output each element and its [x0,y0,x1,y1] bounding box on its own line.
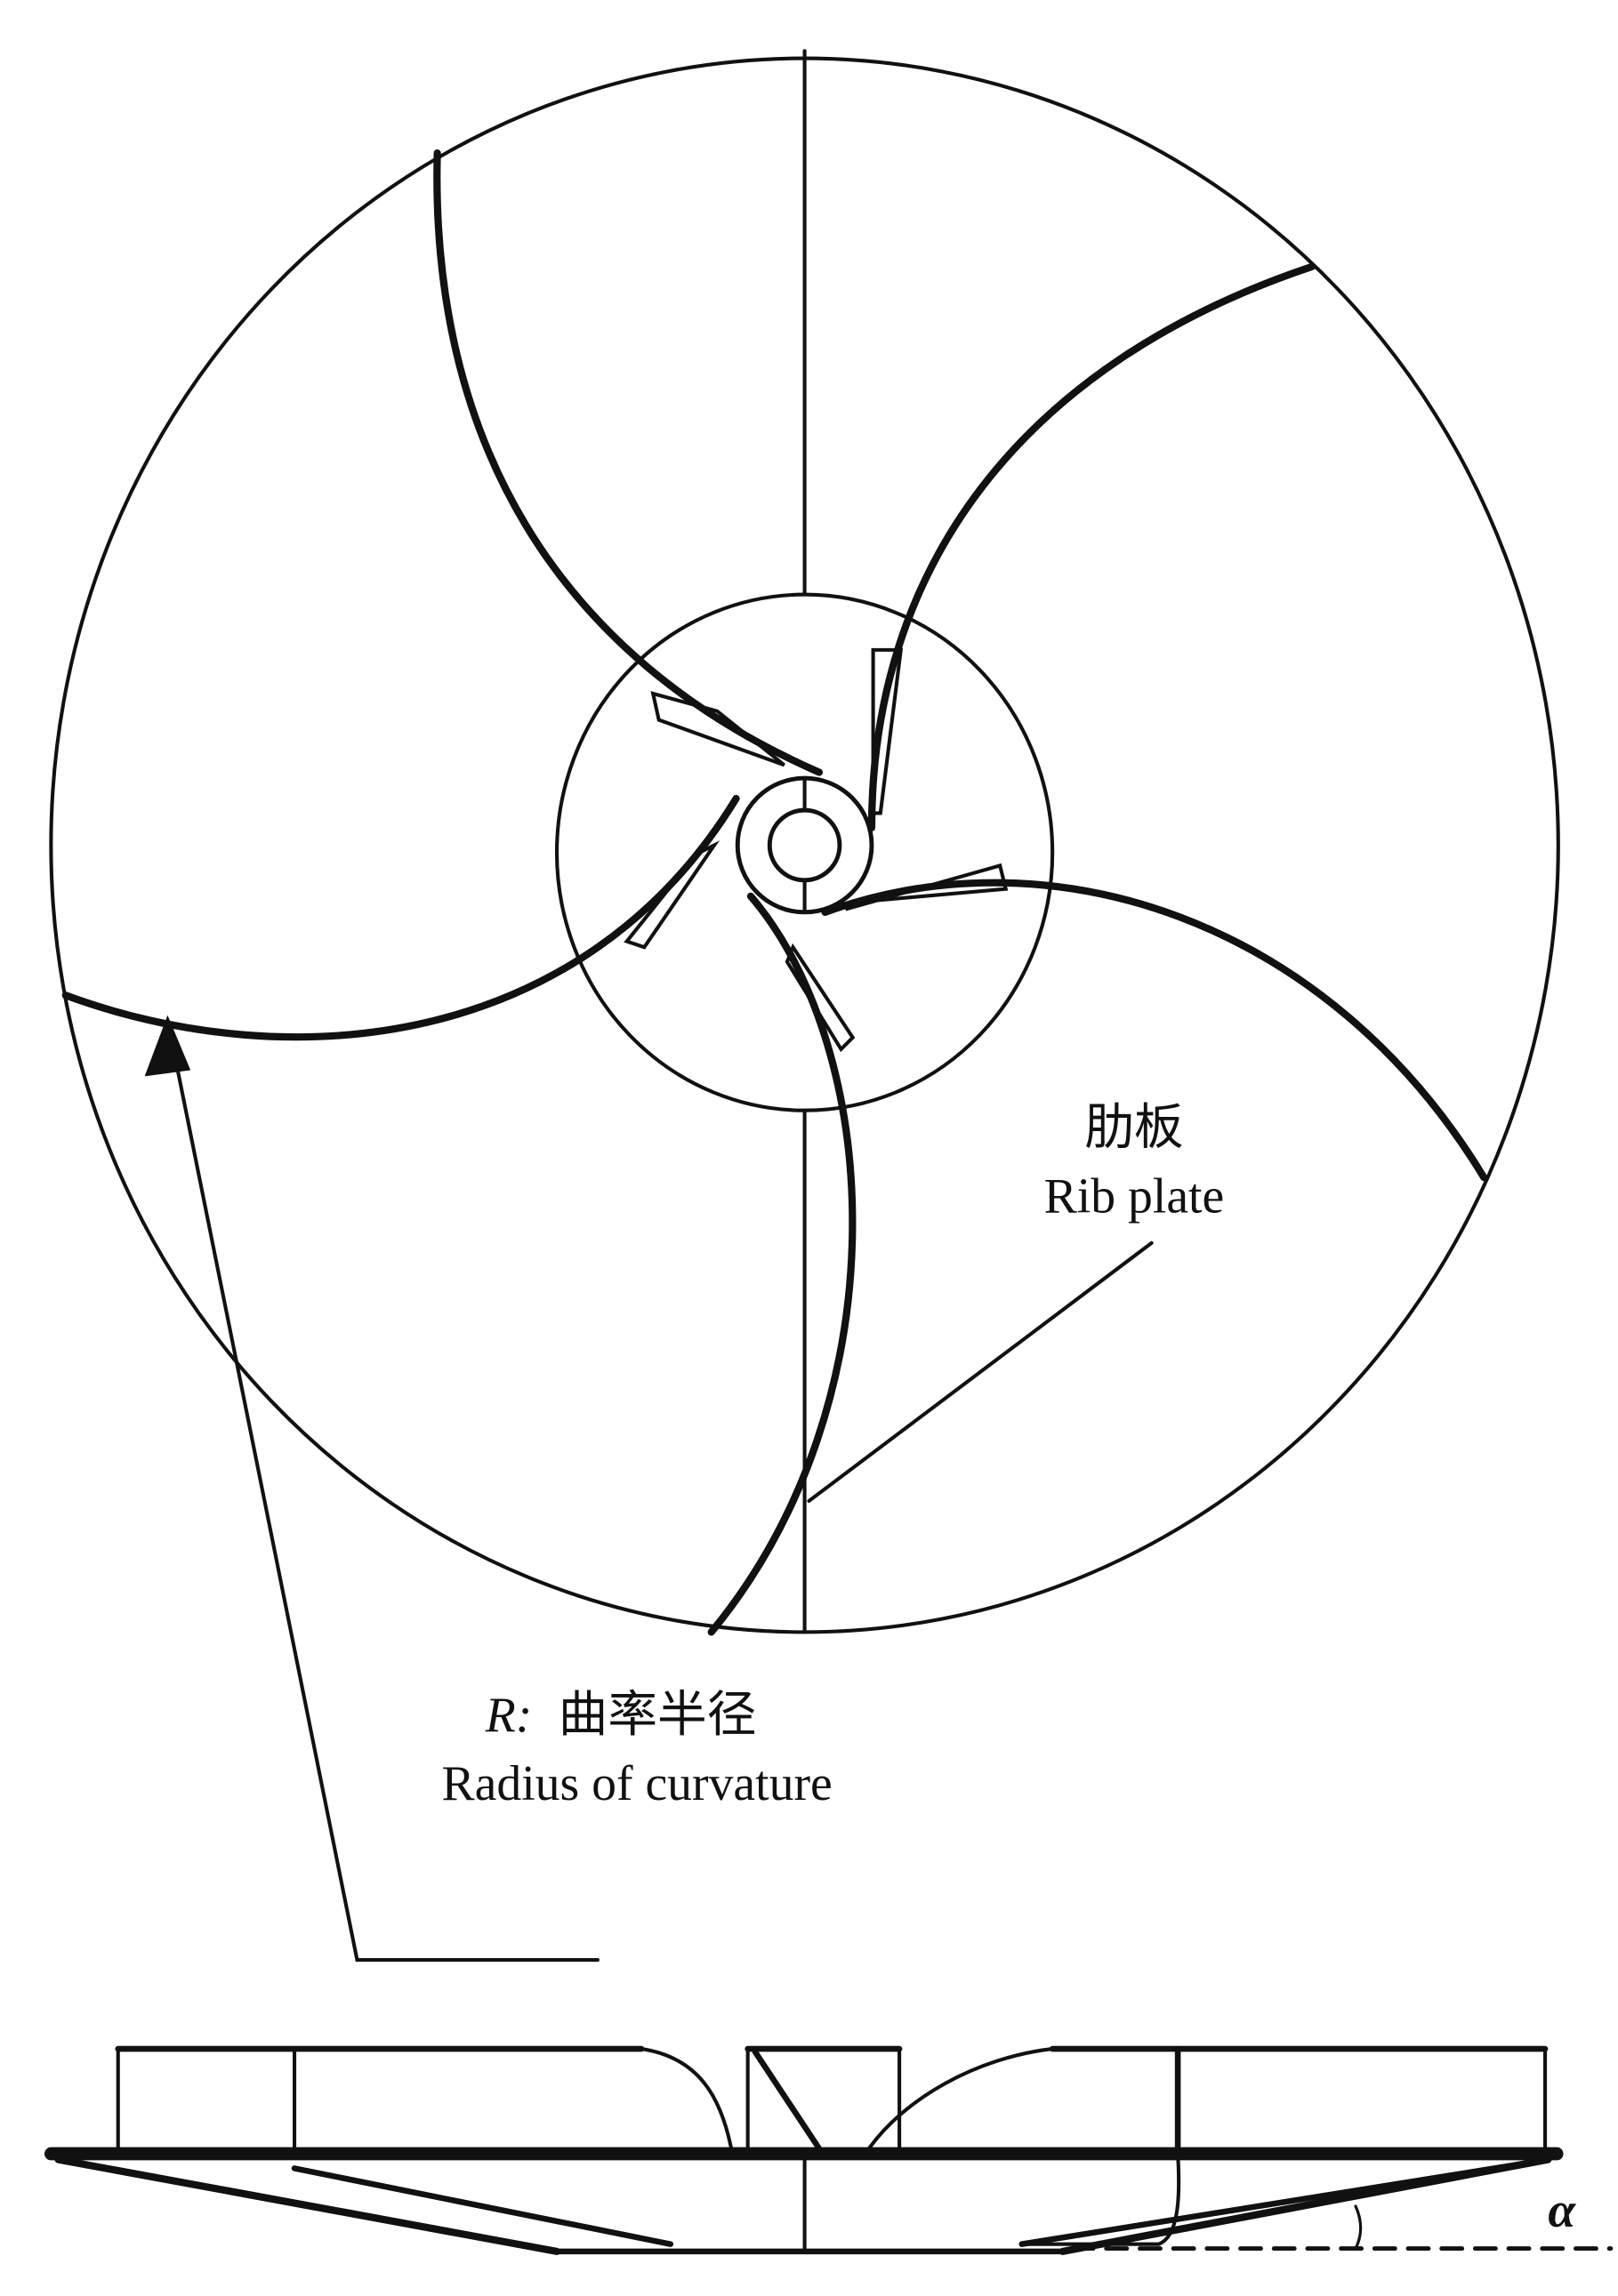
radius-label-en: Radius of curvature [441,1756,832,1811]
rib-plate-5 [624,840,720,950]
rib-plate-label-en: Rib plate [1044,1168,1225,1224]
shaft-inner-circle [767,807,842,883]
rib-plate-2 [871,647,904,815]
blade-5 [61,794,740,1041]
side-cone-outer-left [54,2156,561,2255]
radius-label-cn: 曲率半径 [559,1688,757,1743]
side-rib-curve [1019,2152,1181,2246]
angle-alpha-label: α [1548,2183,1576,2238]
radius-leader [170,1040,600,1963]
side-cone-inner-right [1018,2159,1533,2247]
radius-arrowhead [144,1015,191,1077]
side-blade-curve-right [865,2047,1055,2153]
side-hub-box [745,2047,902,2153]
blade-2 [867,262,1316,831]
rib-plate-3 [844,863,1009,911]
angle-arc [1354,2204,1363,2251]
hub-circle [554,592,1055,1112]
blade-4 [707,892,857,1636]
side-blade-curve-left [639,2047,734,2153]
radius-symbol: R: [485,1688,533,1743]
side-cone-inner-left [291,2165,674,2247]
blade-1 [433,149,824,776]
side-hub-diagonal [752,2049,824,2155]
rib-plate-4 [785,943,856,1053]
rib-plate-1 [650,691,785,767]
rib-plate-label-cn: 肋板 [1084,1100,1183,1155]
rib-plate-leader [807,1240,1154,1503]
